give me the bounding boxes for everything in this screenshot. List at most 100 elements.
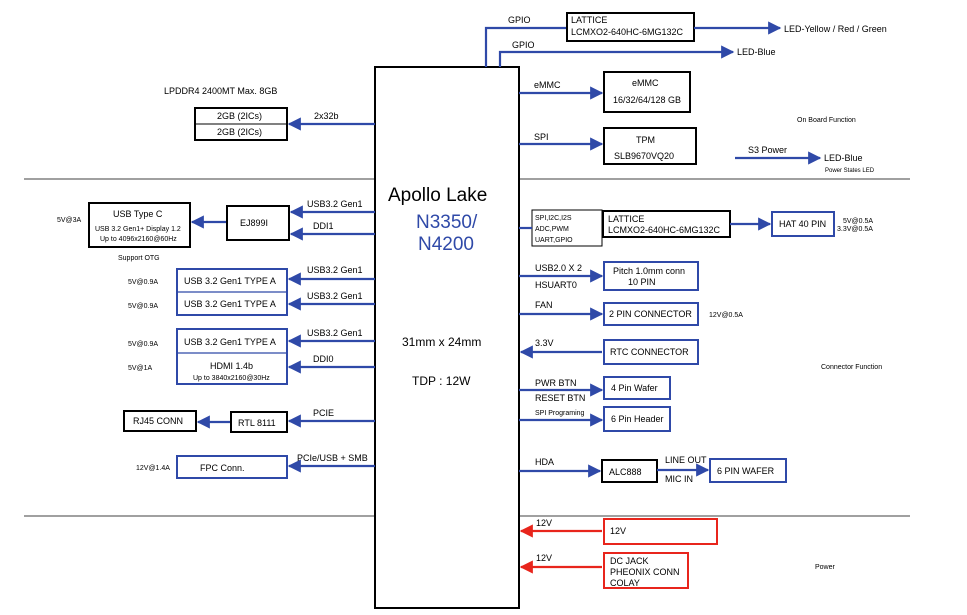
v12-label-a: 12V [536, 518, 552, 528]
emmc-sizes: 16/32/64/128 GB [613, 95, 681, 105]
wire-gpio-lattice [484, 26, 566, 67]
signals-line2: ADC,PWM [535, 226, 569, 233]
hat-box [771, 211, 835, 237]
usbc-title: USB Type C [113, 209, 163, 219]
hat-label: HAT 40 PIN [779, 219, 826, 229]
line-out-label: LINE OUT [665, 455, 707, 465]
pitch-box [603, 261, 699, 291]
bus-ddi0-label: DDI0 [313, 354, 334, 364]
memory-bus-label: 2x32b [314, 111, 339, 121]
ej899i-label: EJ899I [240, 218, 268, 228]
rtl-box [230, 411, 288, 433]
wire-gpio-led-blue [498, 45, 735, 67]
hat-power-2: 3.3V@0.5A [837, 226, 873, 233]
twopin-box [603, 302, 699, 326]
header6-label: 6 Pin Header [611, 414, 664, 424]
hda-label: HDA [535, 457, 554, 467]
twopin-power: 12V@0.5A [709, 312, 743, 319]
mic-in-label: MIC IN [665, 474, 693, 484]
bus-pcieusb-label: PCIe/USB + SMB [297, 453, 368, 463]
rtc-label: RTC CONNECTOR [610, 347, 689, 357]
support-otg-label: Support OTG [118, 255, 160, 262]
emmc-title: eMMC [632, 78, 659, 88]
cpu-model-1: N3350/ [416, 212, 478, 233]
lattice-right-line1: LATTICE [608, 214, 644, 224]
spi-prog-label: SPI Programing [535, 410, 585, 417]
reset-btn-label: RESET BTN [535, 393, 585, 403]
usb2-label: USB2.0 X 2 [535, 263, 582, 273]
rj45-box [123, 410, 197, 432]
lattice-top-line2: LCMXO2-640HC-6MG132C [571, 27, 684, 37]
memory-chip-2: 2GB (2ICs) [217, 127, 262, 137]
emmc-bus-label: eMMC [534, 80, 561, 90]
led-blue-label-top: LED-Blue [737, 47, 776, 57]
wafer4-box [603, 376, 671, 400]
spi-bus-label: SPI [534, 132, 549, 142]
pwr-btn-label: PWR BTN [535, 378, 577, 388]
tpm-box [603, 127, 697, 165]
tpm-title: TPM [636, 135, 655, 145]
lattice-top [566, 12, 695, 42]
cpu-size: 31mm x 24mm [402, 335, 481, 349]
dc-line1: DC JACK [610, 556, 649, 566]
power-states-label: Power States LED [825, 168, 875, 174]
v12-label-b: 12V [536, 553, 552, 563]
header6-box [603, 406, 671, 432]
memory-chip-1: 2GB (2ICs) [217, 111, 262, 121]
usba2-power: 5V@0.9A [128, 303, 158, 310]
led-ryg-label: LED-Yellow / Red / Green [784, 24, 887, 34]
dc-jack-box [603, 552, 689, 589]
bus-usb3-label: USB3.2 Gen1 [307, 291, 363, 301]
fpc-label: FPC Conn. [200, 463, 245, 473]
dc-line3: COLAY [610, 578, 640, 588]
hdmi-sub: Up to 3840x2160@30Hz [193, 375, 270, 382]
onboard-section-label: On Board Function [797, 117, 856, 124]
s3-power-label: S3 Power [748, 145, 787, 155]
hdmi-power: 5V@1A [128, 365, 153, 372]
emmc-box [603, 71, 691, 113]
bus-ddi1-label: DDI1 [313, 221, 334, 231]
bus-usb2-label: USB3.2 Gen1 [307, 265, 363, 275]
memory-title: LPDDR4 2400MT Max. 8GB [164, 86, 277, 96]
usbc-line3: Up to 4096x2160@60Hz [100, 236, 177, 243]
usba1-power: 5V@0.9A [128, 279, 158, 286]
lattice-right-line2: LCMXO2-640HC-6MG132C [608, 225, 721, 235]
v12-box [603, 518, 718, 545]
lattice-top-line1: LATTICE [571, 15, 607, 25]
bus-usb4-label: USB3.2 Gen1 [307, 328, 363, 338]
usba-hdmi-group [176, 328, 288, 385]
gpio-label-1: GPIO [508, 15, 531, 25]
usba3-power: 5V@0.9A [128, 341, 158, 348]
v12-box-label: 12V [610, 526, 626, 536]
led-blue-label-s3: LED-Blue [824, 153, 863, 163]
usbc-power: 5V@3A [57, 217, 82, 224]
ej899i-box [226, 205, 290, 241]
bus-usb1-label: USB3.2 Gen1 [307, 199, 363, 209]
hdmi-title: HDMI 1.4b [210, 361, 253, 371]
alc888-label: ALC888 [609, 467, 642, 477]
cpu-name: Apollo Lake [388, 185, 487, 206]
signals-line1: SPI,I2C,I2S [535, 215, 572, 222]
rj45-label: RJ45 CONN [133, 416, 183, 426]
dc-line2: PHEONIX CONN [610, 567, 680, 577]
fpc-box [176, 455, 288, 479]
usbc-box [88, 202, 191, 248]
fpc-power: 12V@1.4A [136, 465, 170, 472]
connector-section-label: Connector Function [821, 364, 882, 371]
wafer6-label: 6 PIN WAFER [717, 466, 775, 476]
usba3-label: USB 3.2 Gen1 TYPE A [184, 337, 276, 347]
bus-pcie-label: PCIE [313, 408, 334, 418]
hsuart-label: HSUART0 [535, 280, 577, 290]
gpio-label-2: GPIO [512, 40, 535, 50]
wafer4-label: 4 Pin Wafer [611, 383, 658, 393]
power-section-label: Power [815, 564, 836, 571]
fan-label: FAN [535, 300, 553, 310]
cpu-model-2: N4200 [418, 234, 474, 255]
tpm-part: SLB9670VQ20 [614, 151, 674, 161]
usbc-line2: USB 3.2 Gen1+ Display 1.2 [95, 226, 181, 233]
wafer6-box [709, 458, 787, 483]
pitch-line2: 10 PIN [628, 277, 656, 287]
rtl-label: RTL 8111 [238, 418, 276, 428]
rtc-box [603, 339, 699, 365]
